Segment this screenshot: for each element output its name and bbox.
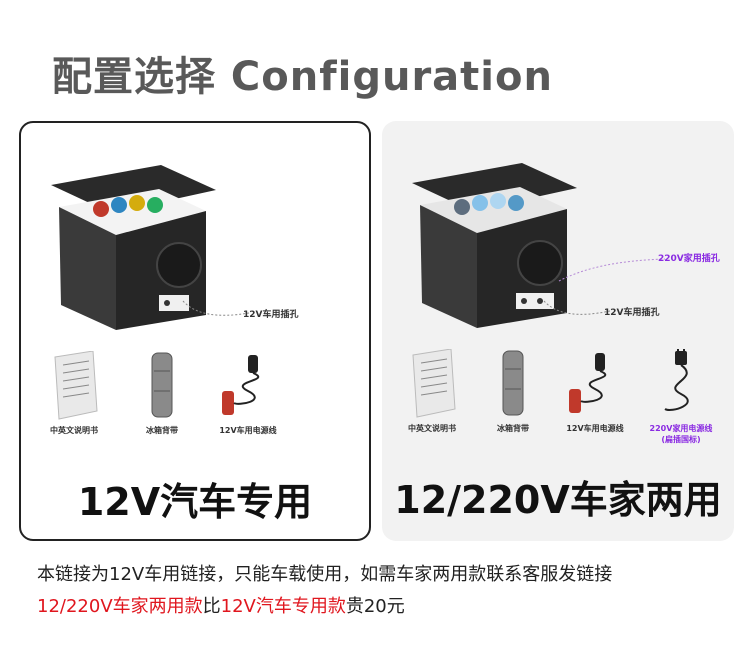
accessory-strap: 冰箱背带 <box>127 351 197 436</box>
manual-icon <box>54 351 98 420</box>
callout-12v-socket-dual: 12V车用插孔 <box>604 308 660 318</box>
strap-icon <box>502 350 524 416</box>
callout-line-220v <box>558 258 666 282</box>
note-12v-price-label: 12V汽车专用款 <box>220 596 346 617</box>
note-line-1: 本链接为12V车用链接，只能车载使用，如需车家两用款联系客服发链接 <box>37 564 613 585</box>
accessory-manual-dual: 中英文说明书 <box>397 349 467 434</box>
option-card-12v[interactable]: 12V车用插孔 中英文说明书 冰箱背带 12V车用电源线 12V汽车专用 <box>19 121 371 541</box>
car-cable-icon <box>569 353 607 413</box>
dual-fridge-image <box>412 163 577 328</box>
accessory-manual: 中英文说明书 <box>39 351 109 436</box>
note-price-diff: 贵20元 <box>345 596 405 617</box>
note-line-2: 12/220V车家两用款比12V汽车专用款贵20元 <box>37 592 405 618</box>
callout-220v-socket: 220V家用插孔 <box>658 254 720 264</box>
car-cable-icon <box>222 355 260 415</box>
option-title-12v: 12V汽车专用 <box>77 480 313 524</box>
callout-line-12v <box>543 300 611 315</box>
car-fridge-image <box>51 165 216 330</box>
home-cable-icon <box>664 349 689 411</box>
page-heading: 配置选择 Configuration <box>52 54 553 100</box>
note-compare-word: 比 <box>202 596 221 617</box>
manual-icon <box>412 349 456 418</box>
option-card-dual[interactable]: 220V家用插孔 12V车用插孔 中英文说明书 冰箱背带 12V车用电源线 <box>382 121 734 541</box>
note-dual-price-label: 12/220V车家两用款 <box>37 596 203 617</box>
callout-line <box>182 300 250 316</box>
accessory-strap-dual: 冰箱背带 <box>478 349 548 434</box>
callout-12v-socket: 12V车用插孔 <box>243 310 299 320</box>
accessory-220v-cable: 220V家用电源线 (扁插国标) <box>646 349 716 445</box>
accessory-12v-cable: 12V车用电源线 <box>213 351 283 436</box>
strap-icon <box>151 352 173 418</box>
option-title-dual: 12/220V车家两用 <box>394 478 722 522</box>
accessory-12v-cable-dual: 12V车用电源线 <box>560 349 630 434</box>
